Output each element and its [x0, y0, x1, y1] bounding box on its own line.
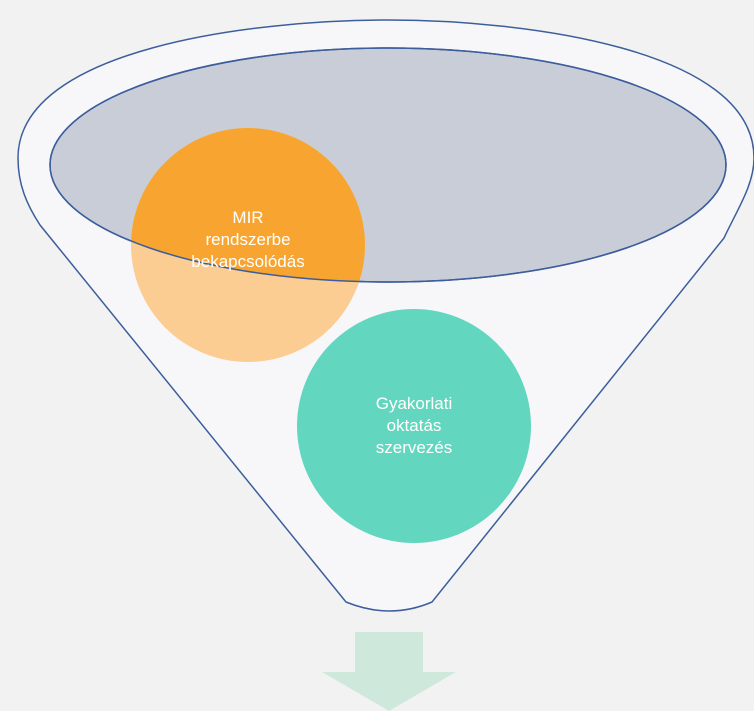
- funnel-opening-rim: [49, 47, 727, 283]
- mir-label: MIR rendszerbe bekapcsolódás: [158, 190, 338, 290]
- gyakorlati-label-line-3: szervezés: [375, 438, 453, 457]
- gyakorlati-label: Gyakorlati oktatás szervezés: [324, 376, 504, 476]
- mir-label-line-1: MIR: [232, 208, 264, 227]
- mir-label-line-3: bekapcsolódás: [191, 252, 305, 271]
- gyakorlati-label-line-1: Gyakorlati: [375, 394, 453, 413]
- mir-label-line-2: rendszerbe: [205, 230, 291, 249]
- mir-circle-opening-part: [131, 128, 365, 282]
- gyakorlati-circle: [297, 309, 531, 543]
- down-arrow: [322, 632, 456, 711]
- gyakorlati-label-line-2: oktatás: [386, 416, 442, 435]
